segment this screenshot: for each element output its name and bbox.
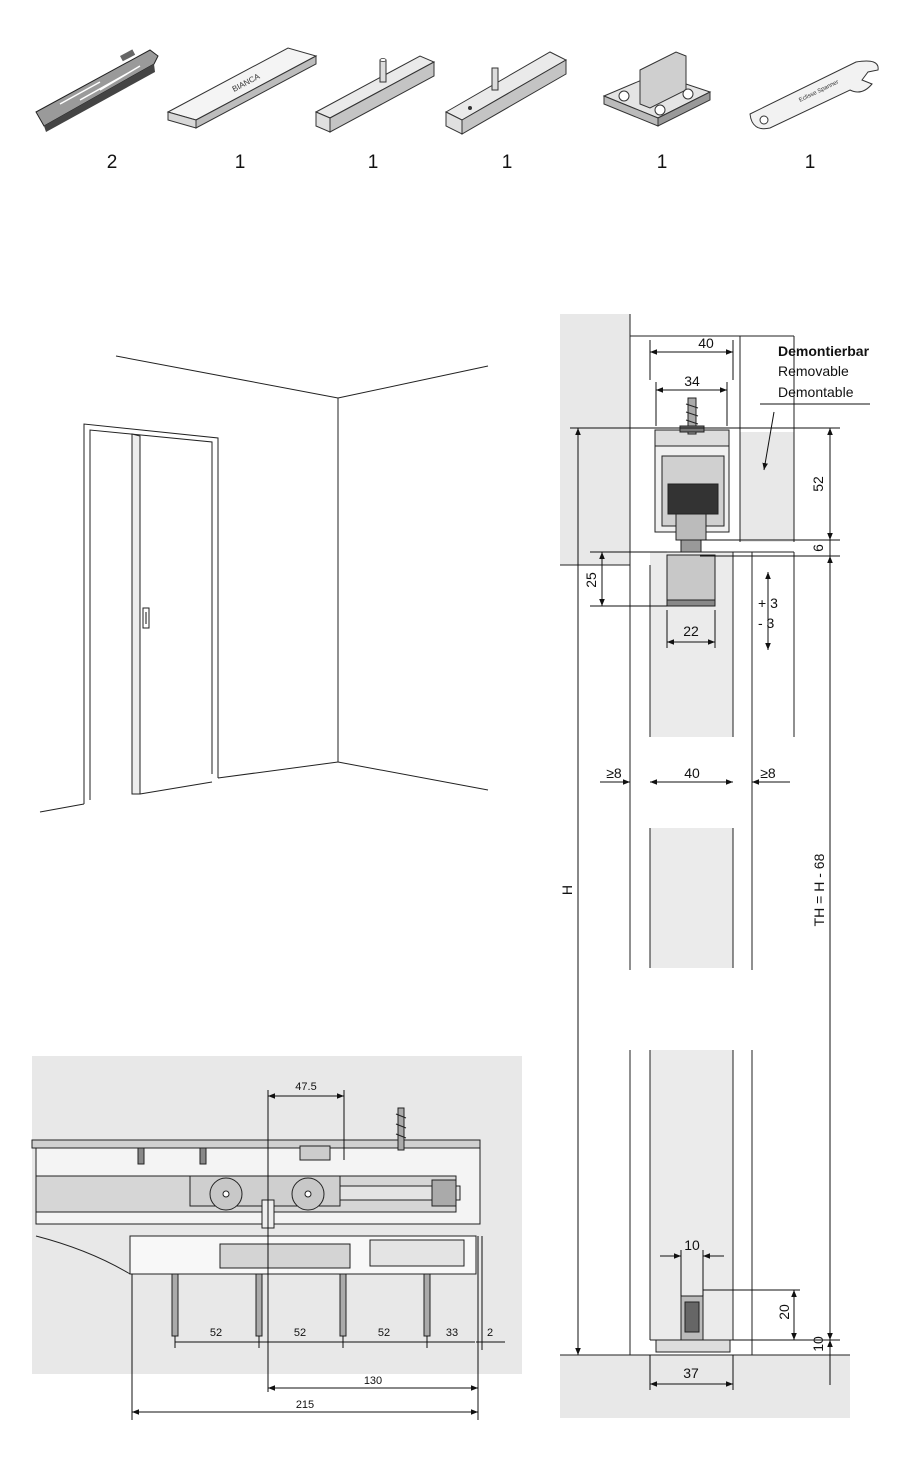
part-qty-2: 1 [235,152,246,173]
part-qty-4: 1 [502,152,513,173]
dim-37: 37 [683,1365,699,1381]
dim-25: 25 [583,572,599,588]
dim-22: 22 [683,623,699,639]
note-demontable: Demontable [778,384,854,400]
dim-20: 20 [776,1304,792,1320]
adjusting-spanner-icon: Eclisse Spanner [749,60,879,130]
part-qty-6: 1 [805,152,816,173]
dim-10-bottom: 10 [810,1336,826,1352]
adjust-plus: + 3 [758,595,778,611]
gap-left: ≥8 [606,765,622,781]
note-removable: Removable [778,363,849,379]
part-qty-3: 1 [368,152,379,173]
spacing-3: 52 [378,1327,390,1339]
side-section: 40 34 Demontierbar Removable Demontable … [559,314,870,1418]
part-qty-1: 2 [107,152,118,173]
spacing-4: 33 [446,1327,458,1339]
spacing-2: 52 [294,1327,306,1339]
dim-52: 52 [810,476,826,492]
spacing-1: 52 [210,1327,222,1339]
height-label: H [559,885,575,895]
dim-130: 130 [364,1375,382,1387]
dim-mid-40: 40 [684,765,700,781]
part-qty-5: 1 [657,152,668,173]
drive-profile-pin-icon [444,51,568,135]
dim-47-5: 47.5 [295,1081,316,1093]
spacing-5: 2 [487,1327,493,1339]
dim-10-top: 10 [684,1237,700,1253]
dim-top-40: 40 [698,335,714,351]
dim-6: 6 [810,544,826,552]
drive-profile-icon [314,55,436,133]
gap-right: ≥8 [760,765,776,781]
floor-guide-icon [602,51,712,127]
floor-guide-section [655,1295,731,1353]
note-demontierbar: Demontierbar [778,343,870,359]
parts-row: BIANCA Eclisse Spanne [35,47,879,173]
hanger-assembly [654,397,730,607]
plan-view: 47.5 52 52 52 33 2 130 215 [31,1056,522,1420]
door-height-label: TH = H - 68 [811,853,827,926]
dim-215: 215 [296,1399,314,1411]
track-cover-icon: BIANCA [166,47,318,129]
dim-34: 34 [684,373,700,389]
damper-clip-icon [35,49,159,132]
adjust-minus: - 3 [758,615,775,631]
room-perspective [39,355,489,813]
